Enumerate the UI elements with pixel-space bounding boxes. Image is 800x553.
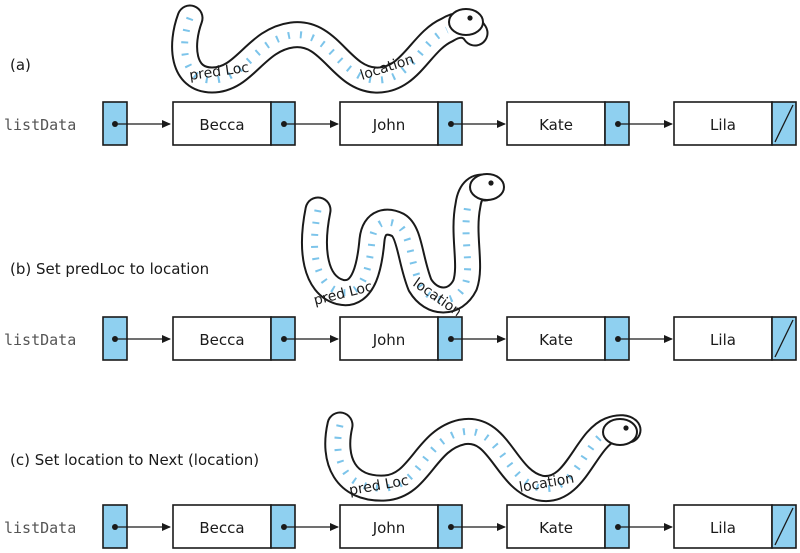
pointer-dot xyxy=(448,121,454,127)
panel-b-caption: (b) Set predLoc to location xyxy=(10,260,209,278)
worm-a: pred Loc location xyxy=(171,4,489,94)
node-3: Kate xyxy=(506,316,673,361)
list-head-label: listData xyxy=(4,331,76,349)
null-slash xyxy=(774,104,794,143)
panel-c-caption: (c) Set location to Next (location) xyxy=(10,451,259,469)
node-info: Kate xyxy=(539,519,573,537)
pointer-dot xyxy=(281,336,287,342)
node-2: John xyxy=(339,316,506,361)
panel-c: (c) Set location to Next (location) pred… xyxy=(4,411,797,549)
list-head-label: listData xyxy=(4,519,76,537)
node-info: Lila xyxy=(710,519,736,537)
node-info: John xyxy=(372,331,406,349)
node-1: Becca xyxy=(172,101,339,146)
pointer-dot xyxy=(448,336,454,342)
node-4: Lila xyxy=(673,504,797,549)
worm-head xyxy=(448,8,484,36)
panel-a: (a) pred Loc location listData Becca Joh… xyxy=(4,4,797,146)
node-info: Lila xyxy=(710,116,736,134)
panel-b: (b) Set predLoc to location pred Loc loc… xyxy=(4,173,797,361)
pointer-dot xyxy=(615,524,621,530)
node-info: Becca xyxy=(199,519,244,537)
pointer-dot xyxy=(448,524,454,530)
node-info: Becca xyxy=(199,116,244,134)
pointer-dot xyxy=(615,121,621,127)
worm-head xyxy=(469,173,505,201)
node-info: Becca xyxy=(199,331,244,349)
node-info: Kate xyxy=(539,331,573,349)
null-slash xyxy=(774,507,794,546)
pointer-dot xyxy=(281,524,287,530)
node-1: Becca xyxy=(172,504,339,549)
pointer-dot xyxy=(112,336,118,342)
worm-eye xyxy=(623,425,629,431)
node-3: Kate xyxy=(506,504,673,549)
node-1: Becca xyxy=(172,316,339,361)
node-info: John xyxy=(372,519,406,537)
node-4: Lila xyxy=(673,316,797,361)
pointer-dot xyxy=(615,336,621,342)
node-info: Kate xyxy=(539,116,573,134)
node-info: John xyxy=(372,116,406,134)
worm-head xyxy=(602,418,638,446)
pointer-dot xyxy=(112,524,118,530)
node-info: Lila xyxy=(710,331,736,349)
worm-c: pred Loc location xyxy=(324,411,642,502)
worm-eye xyxy=(488,180,494,186)
node-3: Kate xyxy=(506,101,673,146)
worm-eye xyxy=(467,15,473,21)
null-slash xyxy=(774,319,794,358)
panel-a-caption: (a) xyxy=(10,56,31,74)
list-head-label: listData xyxy=(4,116,76,134)
pointer-dot xyxy=(281,121,287,127)
pointer-dot xyxy=(112,121,118,127)
node-4: Lila xyxy=(673,101,797,146)
node-2: John xyxy=(339,504,506,549)
worm-b: pred Loc location xyxy=(301,173,505,320)
node-2: John xyxy=(339,101,506,146)
